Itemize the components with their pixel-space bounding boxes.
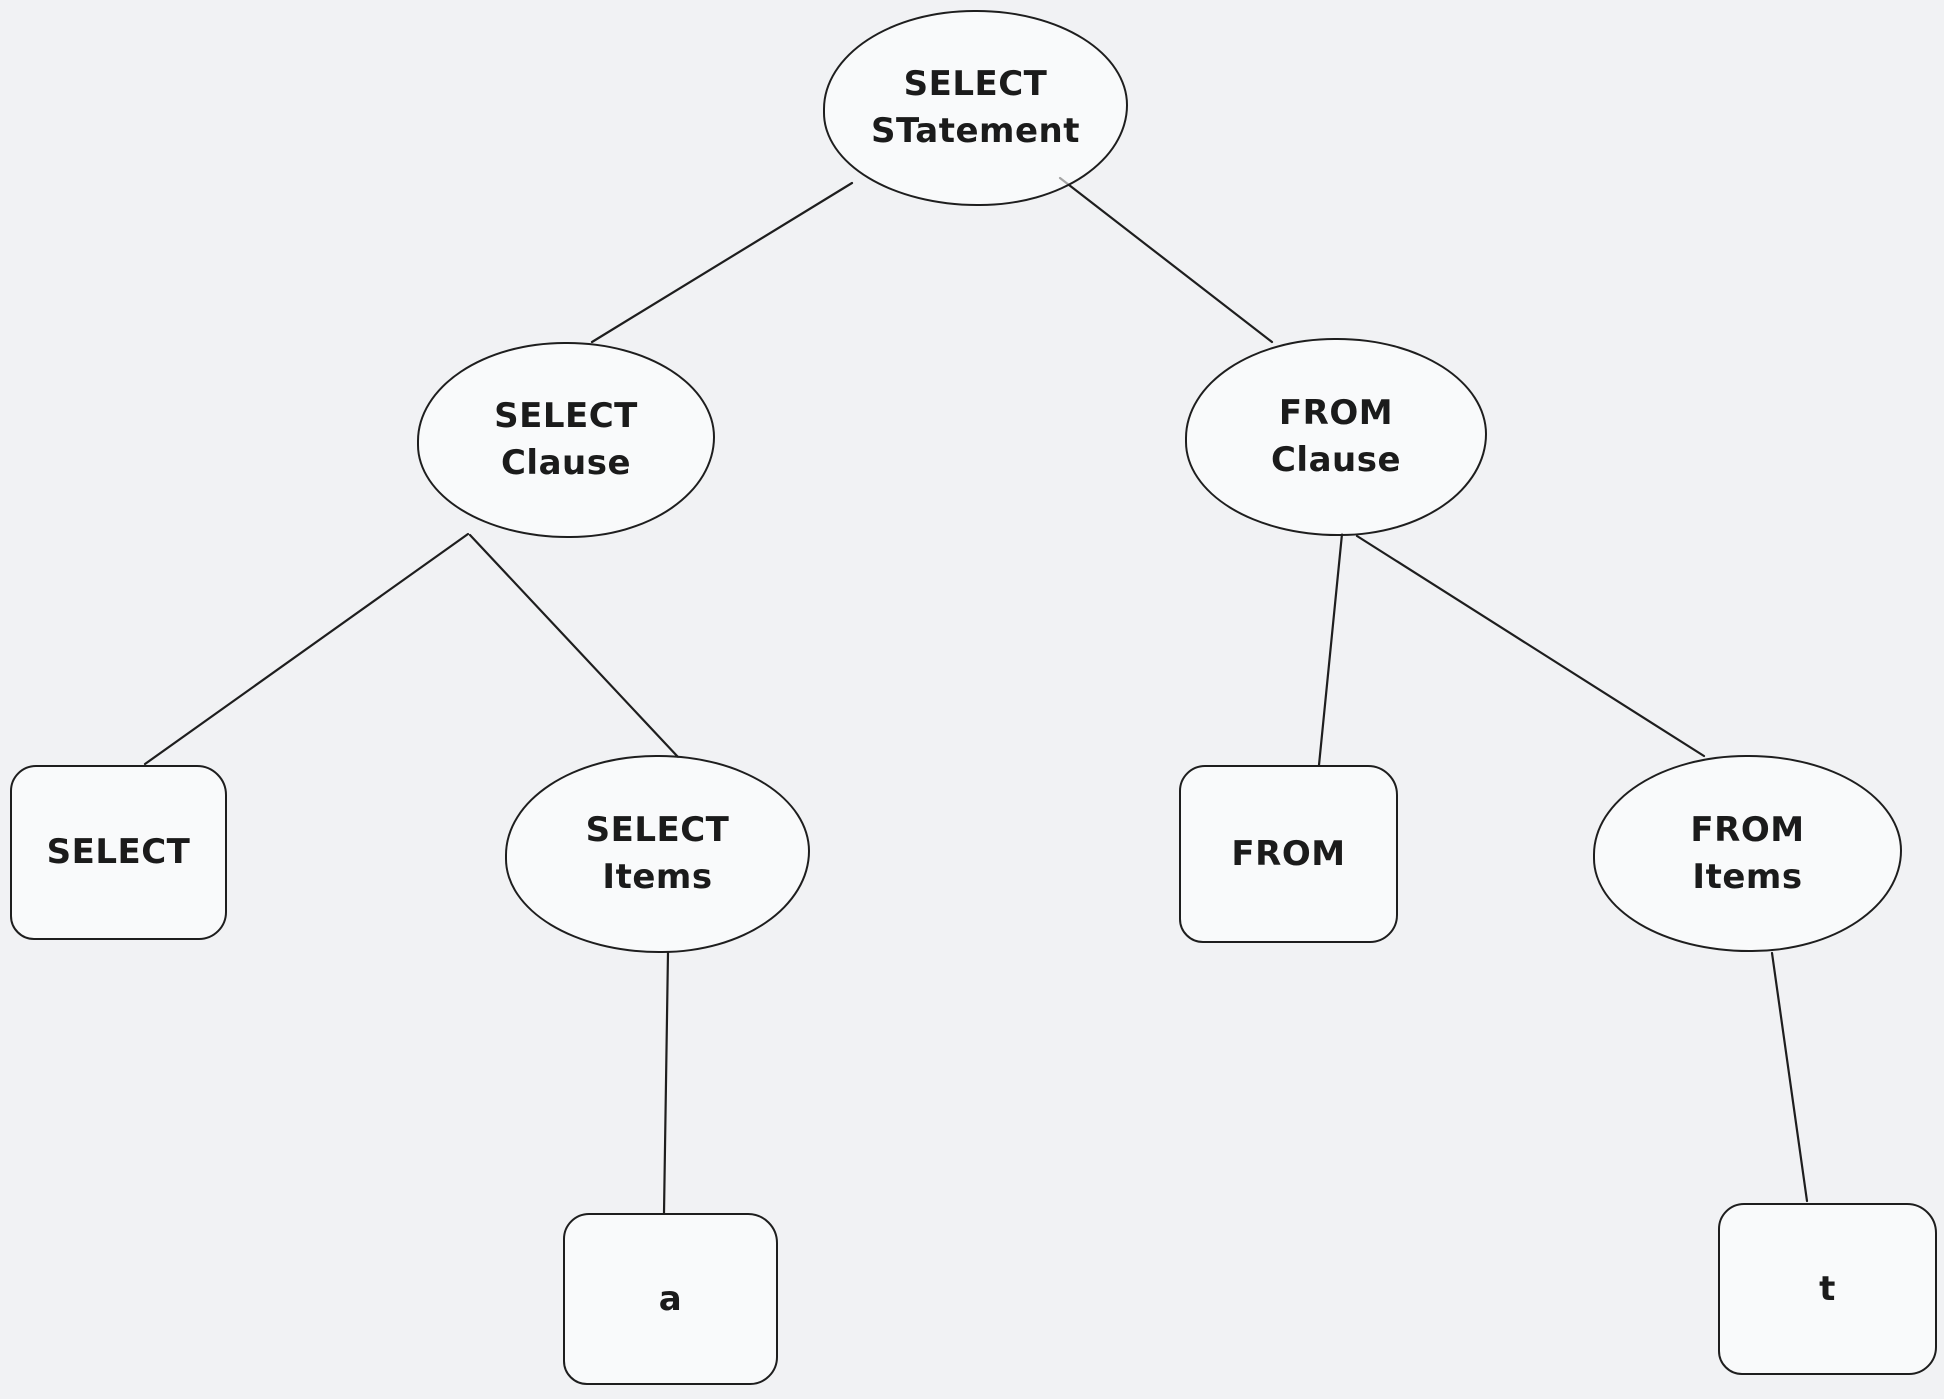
node-label: a: [659, 1276, 682, 1323]
edge-select-items-to-item-a[interactable]: [662, 950, 670, 1215]
node-select-items[interactable]: SELECT Items: [505, 755, 810, 953]
node-label: SELECT: [47, 829, 191, 876]
edge-from-clause-to-from-items[interactable]: [1355, 534, 1706, 758]
node-label-line-1: FROM: [1278, 393, 1394, 434]
node-select-keyword[interactable]: SELECT: [10, 765, 227, 940]
node-from-keyword[interactable]: FROM: [1179, 765, 1398, 943]
edge-from-items-to-item-t[interactable]: [1770, 951, 1809, 1203]
edge-select-statement-to-from-clause[interactable]: [1058, 176, 1274, 344]
node-label: t: [1819, 1266, 1836, 1313]
node-from-items[interactable]: FROM Items: [1593, 755, 1902, 952]
node-item-a[interactable]: a: [563, 1213, 778, 1385]
node-select-statement[interactable]: SELECT STatement: [823, 10, 1128, 206]
node-label: SELECT Items: [586, 807, 730, 901]
node-label-line-2: Clause: [1270, 440, 1402, 480]
node-label: FROM Items: [1690, 807, 1804, 901]
node-label: FROM Clause: [1271, 390, 1401, 484]
node-from-clause[interactable]: FROM Clause: [1185, 338, 1487, 536]
node-label-line-1: a: [658, 1278, 683, 1319]
node-item-t[interactable]: t: [1718, 1203, 1937, 1375]
node-select-clause[interactable]: SELECT Clause: [417, 342, 715, 538]
edge-select-clause-to-select-keyword[interactable]: [143, 532, 470, 766]
node-label-line-1: t: [1819, 1268, 1836, 1309]
edge-from-clause-to-from-keyword[interactable]: [1317, 532, 1344, 767]
node-label-line-1: FROM: [1231, 833, 1346, 874]
node-label: FROM: [1231, 831, 1345, 878]
node-label-line-1: SELECT: [585, 810, 730, 851]
node-label: SELECT Clause: [494, 393, 638, 487]
node-label-line-1: FROM: [1690, 809, 1805, 850]
node-label-line-1: SELECT: [46, 832, 191, 873]
node-label-line-1: SELECT: [903, 64, 1048, 105]
edge-select-clause-to-select-items[interactable]: [468, 533, 680, 759]
node-label-line-2: Items: [602, 857, 713, 897]
node-label-line-2: Clause: [500, 443, 632, 483]
node-label-line-2: Items: [1692, 856, 1803, 897]
edge-select-statement-to-select-clause[interactable]: [590, 181, 854, 344]
node-label-line-1: SELECT: [494, 396, 638, 437]
node-label: SELECT STatement: [871, 61, 1080, 155]
node-label-line-2: STatement: [871, 111, 1080, 151]
